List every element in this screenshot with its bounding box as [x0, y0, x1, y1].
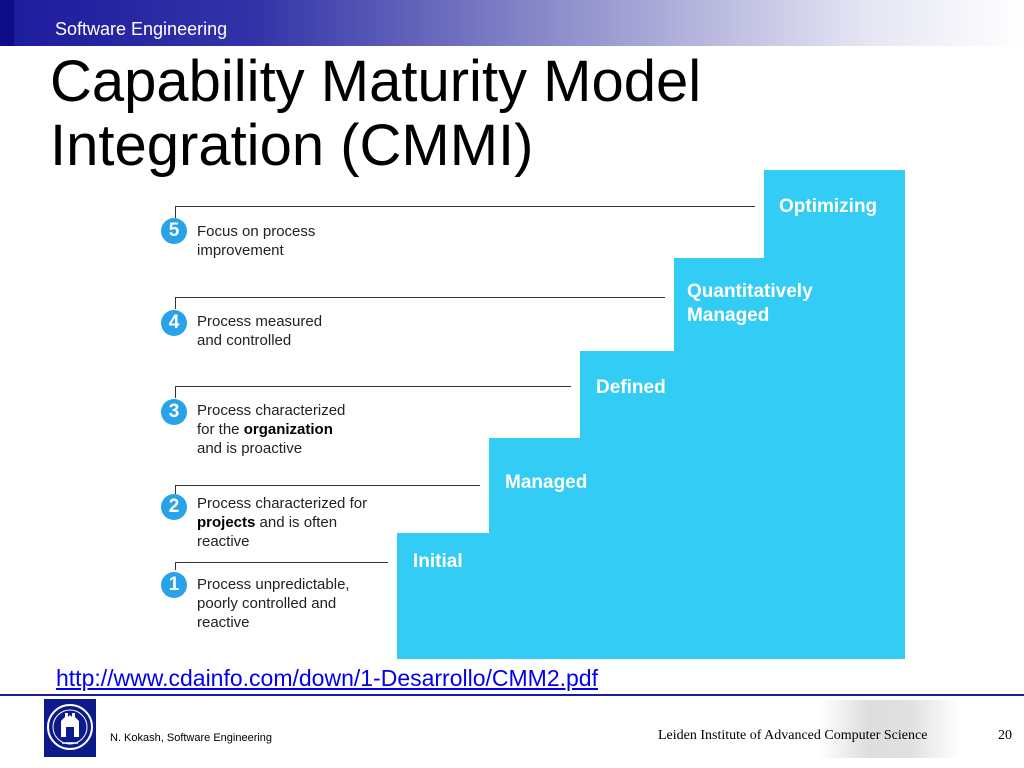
footer-author: N. Kokash, Software Engineering: [110, 732, 273, 744]
level-3-desc-line-2-pre: for the: [197, 421, 244, 438]
footer-rule: [0, 694, 1024, 696]
connector-line-4: [175, 297, 665, 298]
step-label-managed: Managed: [505, 472, 588, 493]
footer-building-photo: [820, 700, 960, 758]
level-2-desc-bold-projects: projects: [197, 514, 256, 531]
university-seal-icon: [44, 699, 96, 757]
connector-tick-4: [175, 297, 176, 309]
level-2-description: Process characterized for projects and i…: [197, 494, 367, 551]
title-line-1: Capability Maturity Model: [50, 49, 702, 114]
connector-line-3: [175, 386, 571, 387]
level-1-description: Process unpredictable, poorly controlled…: [197, 575, 350, 632]
level-4-desc-line-2: and controlled: [197, 332, 292, 349]
step-label-quantitatively: Quantitatively: [687, 281, 813, 302]
connector-tick-2: [175, 485, 176, 494]
university-seal-graphic: [44, 699, 96, 757]
connector-line-1: [175, 562, 388, 563]
level-3-desc-bold-organization: organization: [243, 421, 333, 438]
connector-tick-3: [175, 386, 176, 398]
step-label-defined: Defined: [596, 377, 666, 398]
step-label-quantitatively-managed: Managed: [687, 305, 770, 326]
level-1-desc-line-3: reactive: [197, 614, 250, 631]
connector-line-5: [175, 206, 755, 207]
level-2-desc-line-2-rest: and is often: [255, 514, 338, 531]
level-5-description: Focus on process improvement: [197, 222, 315, 260]
step-optimizing: [764, 170, 905, 659]
level-3-desc-line-1: Process characterized: [197, 402, 346, 419]
connector-tick-5: [175, 206, 176, 218]
level-badge-3: 3: [161, 399, 187, 425]
level-5-desc-line-2: improvement: [197, 242, 284, 259]
level-3-desc-line-3: and is proactive: [197, 440, 303, 457]
page-number: 20: [998, 728, 1012, 743]
step-label-optimizing: Optimizing: [779, 196, 878, 217]
level-2-desc-line-3: reactive: [197, 533, 250, 550]
level-3-desc-line-2: for the organization: [197, 420, 345, 439]
header-bar: Software Engineering: [0, 0, 1024, 46]
header-label: Software Engineering: [55, 19, 228, 39]
level-badge-1: 1: [161, 572, 187, 598]
header-accent-block: [0, 0, 14, 46]
level-1-desc-line-1: Process unpredictable,: [197, 576, 350, 593]
level-4-description: Process measured and controlled: [197, 312, 322, 350]
level-badge-4: 4: [161, 310, 187, 336]
level-3-description: Process characterized for the organizati…: [197, 401, 345, 458]
title-line-2: Integration (CMMI): [50, 113, 534, 178]
level-badge-5: 5: [161, 218, 187, 244]
slide-title: Capability Maturity Model Integration (C…: [50, 50, 701, 178]
level-2-desc-line-2: projects and is often: [197, 513, 367, 532]
level-5-desc-line-1: Focus on process: [197, 223, 316, 240]
footer-institute: Leiden Institute of Advanced Computer Sc…: [658, 728, 928, 743]
source-link[interactable]: http://www.cdainfo.com/down/1-Desarrollo…: [56, 665, 598, 691]
level-badge-2: 2: [161, 494, 187, 520]
level-2-desc-line-1: Process characterized for: [197, 495, 368, 512]
level-4-desc-line-1: Process measured: [197, 313, 323, 330]
step-label-initial: Initial: [413, 551, 463, 572]
connector-tick-1: [175, 562, 176, 570]
connector-line-2: [175, 485, 480, 486]
level-1-desc-line-2: poorly controlled and: [197, 595, 337, 612]
